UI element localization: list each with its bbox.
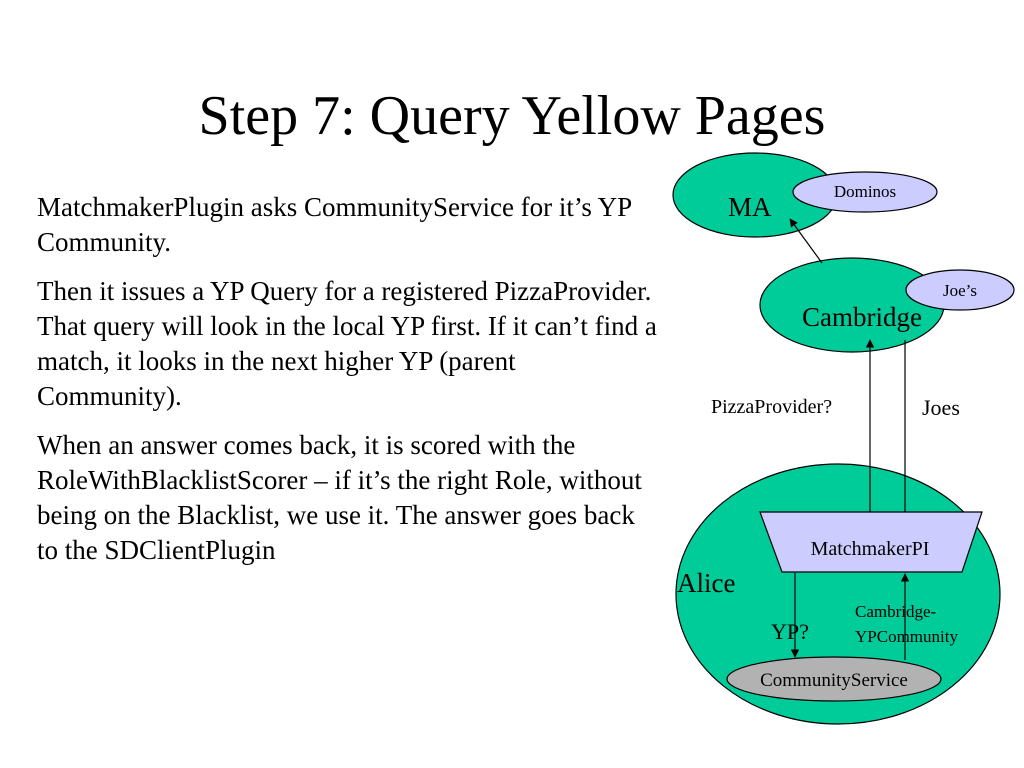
dominos-provider-label: Dominos [834,182,896,201]
community-service-node [726,656,942,702]
community-service-label: CommunityService [760,670,908,691]
ma-community-label: MA [728,192,772,222]
matchmaker-plugin-label: MatchmakerPI [811,538,930,560]
alice-community-label: Alice [677,568,735,598]
matchmaker-plugin-node [759,511,983,573]
joes-provider-node [905,269,1015,311]
cambridge-community-label: Cambridge [802,302,922,332]
yp-answer-label-line2: YPCommunity [855,627,958,646]
slide-title: Step 7: Query Yellow Pages [198,85,826,147]
paragraph-answer-scored: When an answer comes back, it is scored … [37,430,642,565]
joes-answer-label: Joes [922,395,960,420]
paragraph-matchmaker-asks: MatchmakerPlugin asks CommunityService f… [37,192,632,257]
slide-body: MatchmakerPlugin asks CommunityService f… [37,190,657,582]
yp-query-label: YP? [771,619,809,644]
paragraph-yp-query: Then it issues a YP Query for a register… [37,276,657,411]
pizza-provider-query-label: PizzaProvider? [711,396,832,418]
joes-provider-label: Joe’s [943,281,977,300]
dominos-provider-node [792,171,938,213]
parent-community-arrow [789,218,823,264]
yp-answer-label-line1: Cambridge- [855,602,937,621]
